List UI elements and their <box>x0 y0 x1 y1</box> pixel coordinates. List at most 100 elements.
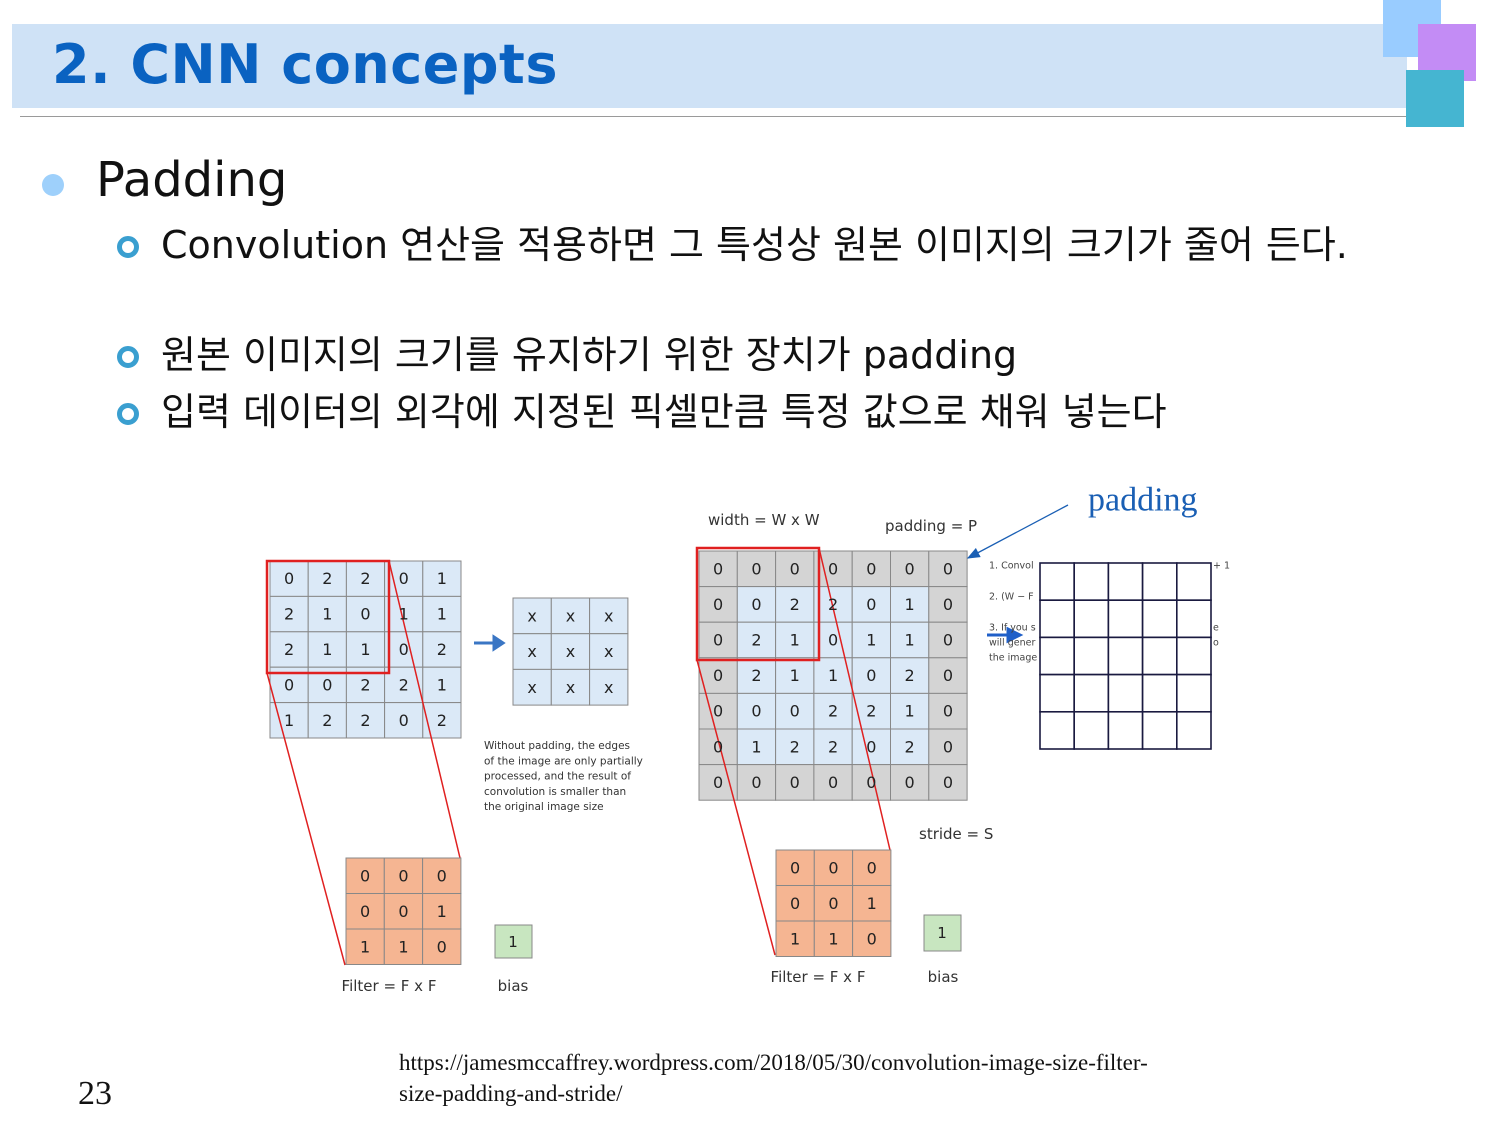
right-projection-line <box>818 547 891 851</box>
right-filter-cell <box>813 849 854 886</box>
left-filter-cell <box>383 928 424 965</box>
output-grid-cell <box>1107 562 1144 602</box>
right-input-value: 0 <box>713 773 723 792</box>
right-bias-value: 1 <box>937 924 947 942</box>
output-grid-cell <box>1073 636 1110 676</box>
left-note-line: Without padding, the edges <box>484 740 630 752</box>
right-input-value: 0 <box>943 737 953 756</box>
right-arrow-icon <box>474 634 506 652</box>
left-input-cell <box>307 631 347 668</box>
stride-label: stride = S <box>919 825 993 843</box>
title-divider <box>20 116 1408 117</box>
right-input-value: 0 <box>943 631 953 650</box>
left-filter-cell <box>422 893 462 930</box>
right-input-cell <box>851 586 892 623</box>
output-grid-cell <box>1141 673 1178 713</box>
left-input-value: 1 <box>322 640 332 659</box>
right-input-value: 0 <box>713 666 723 685</box>
right-input-value: 0 <box>866 737 876 756</box>
left-note-line: the original image size <box>484 801 604 813</box>
left-bias-value: 1 <box>508 933 518 951</box>
left-input-value: 2 <box>399 675 409 694</box>
left-input-value: 2 <box>284 605 294 624</box>
left-filter-value: 0 <box>398 866 408 885</box>
side-text-right: + 1 <box>1213 561 1230 572</box>
ring-bullet-icon <box>117 236 139 258</box>
left-filter-cell <box>383 893 424 930</box>
left-input-cell <box>384 702 424 739</box>
right-input-value: 0 <box>866 666 876 685</box>
right-filter-value: 0 <box>828 894 838 913</box>
right-input-value: 2 <box>866 702 876 721</box>
right-input-cell <box>736 621 777 659</box>
right-input-value: 0 <box>828 559 838 578</box>
right-filter-cell <box>775 885 815 922</box>
right-filter-cell <box>852 920 892 957</box>
left-input-value: 0 <box>284 569 294 588</box>
right-filter-value: 1 <box>867 894 877 913</box>
left-bias-cell <box>494 924 533 959</box>
output-grid-cell <box>1141 599 1178 639</box>
right-input-value: 1 <box>751 737 761 756</box>
left-output-cell <box>550 668 591 706</box>
right-input-cell <box>851 692 892 730</box>
title-bar <box>12 24 1407 108</box>
left-output-value: x <box>566 678 575 697</box>
right-input-cell <box>736 550 777 588</box>
left-filter-cell <box>422 857 462 894</box>
output-grid-cell <box>1107 710 1144 750</box>
left-output-value: x <box>604 606 613 625</box>
left-input-value: 1 <box>284 711 294 730</box>
output-grid-cell <box>1141 562 1178 602</box>
right-input-cell <box>775 586 815 623</box>
left-output-cell <box>512 668 552 706</box>
left-note-line: processed, and the result of <box>484 771 631 783</box>
right-highlight-box <box>695 546 821 662</box>
left-filter-value: 1 <box>437 902 447 921</box>
right-input-value: 0 <box>866 595 876 614</box>
right-input-cell <box>890 657 930 694</box>
output-grid-cell <box>1039 636 1076 676</box>
left-filter-value: 0 <box>437 866 447 885</box>
output-grid-cell <box>1107 599 1144 639</box>
left-input-value: 0 <box>399 711 409 730</box>
left-input-value: 0 <box>322 675 332 694</box>
left-output-value: x <box>527 606 536 625</box>
left-input-value: 1 <box>360 640 370 659</box>
right-input-cell <box>928 764 968 801</box>
left-input-cell <box>422 666 462 704</box>
right-bias-label: bias <box>928 968 959 986</box>
right-input-value: 1 <box>790 666 800 685</box>
left-filter-cell <box>422 928 462 965</box>
right-input-value: 1 <box>828 666 838 685</box>
output-grid-cell <box>1039 673 1076 713</box>
left-input-value: 1 <box>437 675 447 694</box>
right-input-cell <box>775 550 815 588</box>
right-input-value: 0 <box>751 702 761 721</box>
right-filter-value: 1 <box>828 929 838 948</box>
right-input-value: 2 <box>790 737 800 756</box>
left-bias-label: bias <box>498 977 529 995</box>
left-input-value: 2 <box>360 569 370 588</box>
left-input-value: 2 <box>437 711 447 730</box>
page-number: 23 <box>78 1075 112 1112</box>
right-filter-cell <box>775 920 815 957</box>
output-grid-cell <box>1107 636 1144 676</box>
left-input-value: 1 <box>399 605 409 624</box>
output-grid-cell <box>1039 599 1076 639</box>
left-output-cell <box>512 633 552 670</box>
padding-label: padding = P <box>885 517 977 535</box>
right-input-cell <box>890 550 930 588</box>
right-filter-cell <box>813 920 854 957</box>
side-text-line: 3. If you s <box>989 623 1036 634</box>
left-filter-value: 0 <box>437 937 447 956</box>
right-bias-cell <box>923 914 962 952</box>
right-filter-value: 0 <box>828 858 838 877</box>
right-input-value: 0 <box>866 773 876 792</box>
right-input-value: 1 <box>790 631 800 650</box>
left-input-cell <box>384 631 424 668</box>
right-input-value: 2 <box>828 702 838 721</box>
right-filter-value: 0 <box>790 858 800 877</box>
right-input-value: 1 <box>905 702 915 721</box>
right-input-cell <box>736 728 777 766</box>
